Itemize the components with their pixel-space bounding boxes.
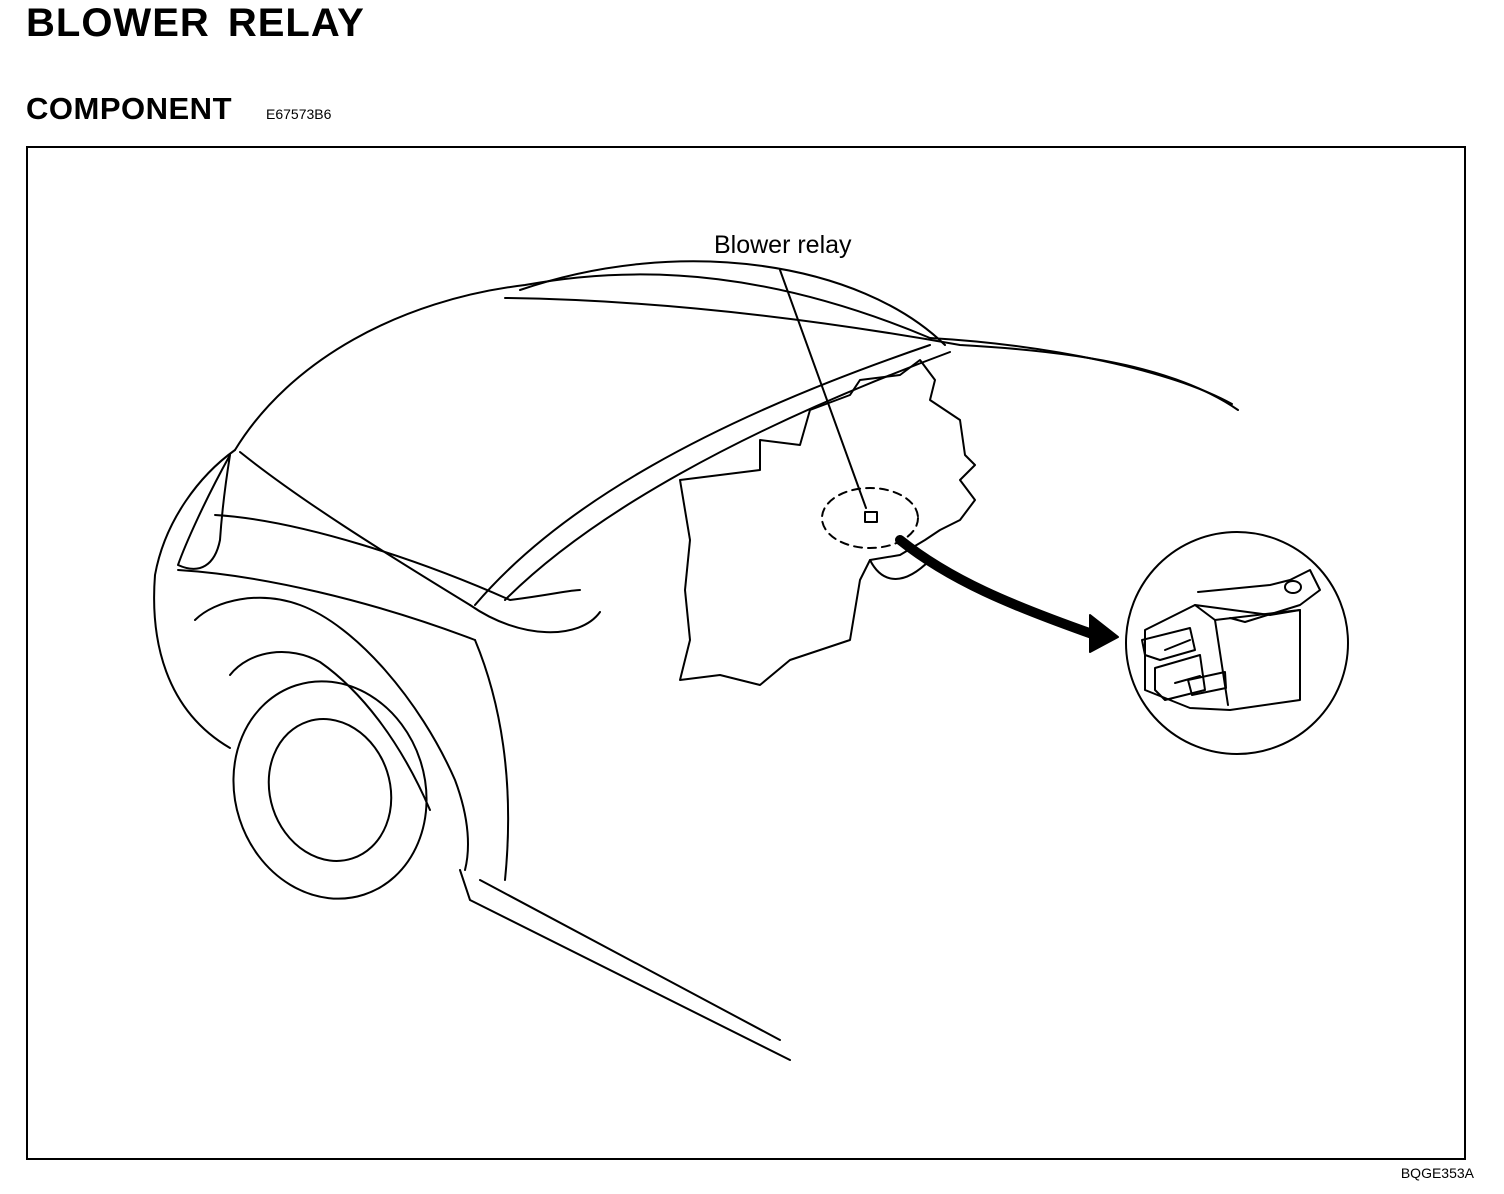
wheel-arch [194,596,469,871]
pointer-arrow-shaft [895,535,1100,640]
section-header: COMPONENT E67573B6 [26,90,331,130]
relay-location-marker [864,511,878,523]
car-roof-inner [519,260,946,346]
hvac-lower [869,559,931,580]
figure-code: BQGE353A [1400,1165,1474,1181]
hood-crease-2 [239,451,471,606]
front-fascia [153,449,236,749]
hvac-unit [679,359,976,686]
relay-detail-circle [1125,531,1349,755]
callout-leader [779,269,867,509]
wheel-tire [232,680,428,900]
figure-frame [26,146,1466,1160]
sill [459,869,791,1061]
pointer-arrow-head [1089,614,1119,653]
sill-2 [479,879,781,1041]
blower-relay-label: Blower relay [714,231,852,259]
section-code: E67573B6 [266,106,332,122]
fender-line [469,604,601,634]
hood-crease [214,514,581,601]
page-title: BLOWER RELAY [26,1,365,45]
fender-lower [474,639,510,881]
a-pillar-2 [504,351,951,601]
windshield-top-2 [929,337,1233,405]
headlamp [177,454,231,570]
relay-illustration [1141,569,1321,711]
section-title: COMPONENT [26,91,232,126]
car-roof-line [234,273,931,451]
relay-location-ring [821,487,919,549]
windshield-top [504,297,1239,411]
wheel-arch-inner [229,651,431,811]
bumper-line [177,569,476,641]
wheel-rim [267,718,393,862]
a-pillar [474,344,931,606]
